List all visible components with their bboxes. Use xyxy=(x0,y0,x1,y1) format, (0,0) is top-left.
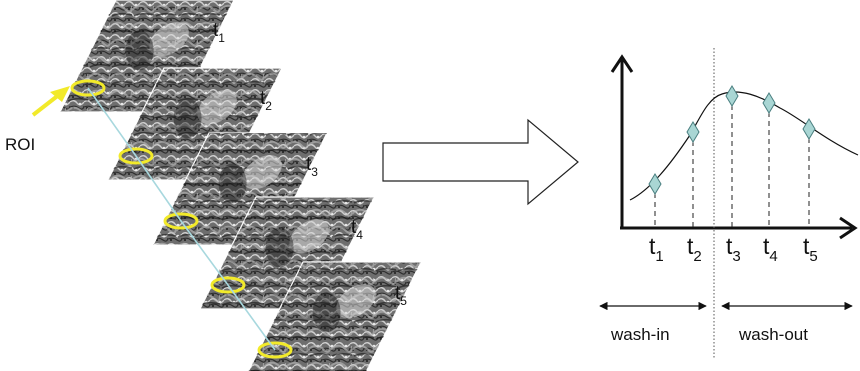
sample-marker-5 xyxy=(802,118,816,140)
roi-ellipse-5 xyxy=(257,341,293,359)
roi-ellipse-2 xyxy=(118,147,154,165)
slice-label-4: t4 xyxy=(351,217,363,242)
time-tick-labels: t1 t2 t3 t4 t5 xyxy=(649,233,818,265)
tick-label-3: t3 xyxy=(726,233,741,265)
mri-slice-stack xyxy=(59,0,422,371)
sample-marker-2 xyxy=(686,121,700,143)
y-axis-arrowhead xyxy=(610,54,634,73)
wash-in-label: wash-in xyxy=(610,325,670,344)
wash-out-label: wash-out xyxy=(738,325,808,344)
tick-label-4: t4 xyxy=(763,233,778,265)
sample-marker-4 xyxy=(762,92,776,114)
enhancement-curve xyxy=(629,91,859,201)
sample-markers xyxy=(648,85,816,195)
tick-label-5: t5 xyxy=(803,233,818,265)
slice-label-2: t2 xyxy=(260,88,272,113)
tick-label-1: t1 xyxy=(649,233,664,265)
sample-marker-1 xyxy=(648,173,662,195)
tick-label-2: t2 xyxy=(687,233,702,265)
enhancement-curve-panel: t1 t2 t3 t4 t5 wash-in wash-out xyxy=(599,48,859,358)
sample-marker-3 xyxy=(725,85,739,107)
slice-label-1: t1 xyxy=(213,20,225,45)
roi-ellipse-4 xyxy=(210,276,246,294)
roi-ellipse-3 xyxy=(163,212,199,230)
x-axis-arrowhead xyxy=(839,216,858,240)
slice-label-5: t5 xyxy=(395,283,407,308)
roi-ellipse-1 xyxy=(70,79,106,97)
roi-label: ROI xyxy=(5,135,35,154)
roi-arrow xyxy=(31,86,70,117)
roi-connector-line xyxy=(87,87,276,351)
transition-arrow xyxy=(382,118,579,206)
sample-drop-lines xyxy=(654,105,810,228)
slice-label-3: t3 xyxy=(306,154,318,179)
slice-time-labels: t1 t2 t3 t4 t5 xyxy=(213,20,407,308)
